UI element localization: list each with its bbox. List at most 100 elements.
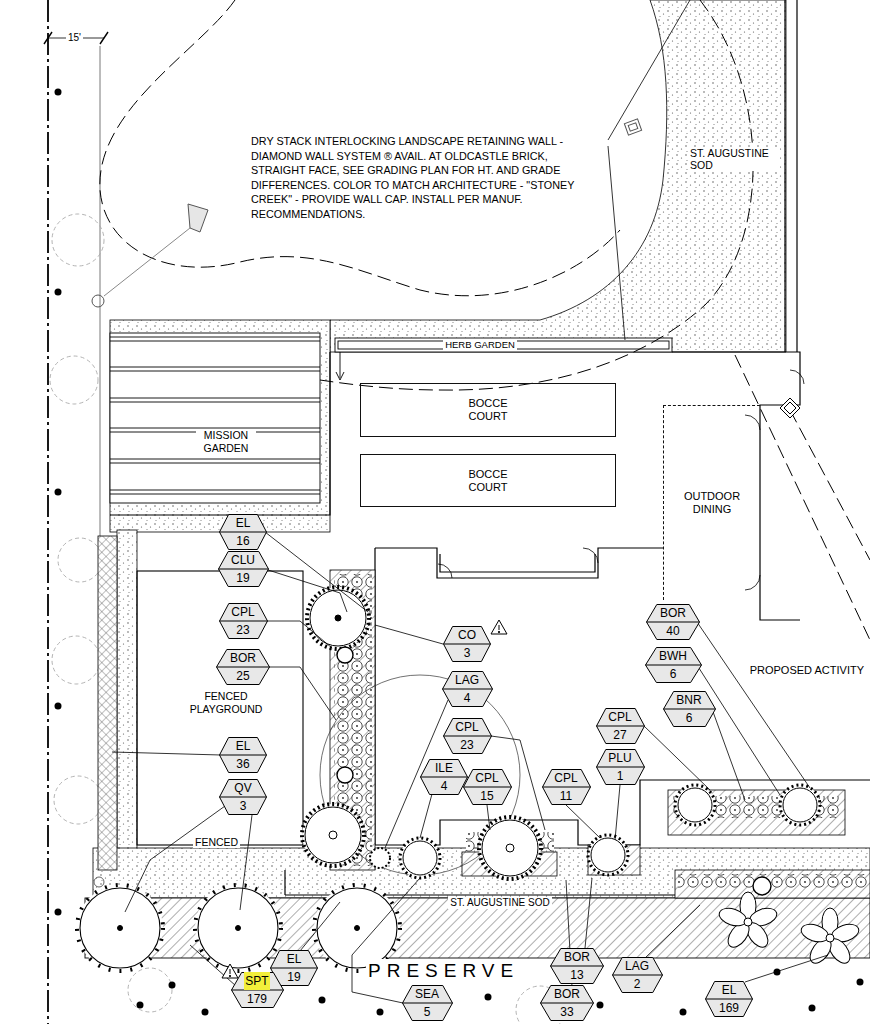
walls-and-building [745, 415, 760, 430]
mission-garden-rows [110, 333, 320, 503]
plant-quantity: 179 [247, 990, 267, 1008]
hexagon-shape [442, 672, 492, 707]
property-lines [44, 32, 52, 44]
hexagon-divider [220, 797, 267, 798]
area-label: ST. AUGUSTINE SOD [448, 897, 551, 909]
site-dots [319, 997, 326, 1004]
leader-lines [125, 806, 225, 912]
hexagon-shape [463, 770, 511, 805]
leader-lines [644, 726, 710, 790]
mission-garden-rows [110, 398, 320, 399]
hedge-strips [98, 536, 117, 870]
trees [77, 587, 820, 971]
trees [337, 647, 353, 663]
leader-lines [585, 878, 592, 948]
plant-code: CO [458, 626, 476, 644]
walls-and-building [284, 870, 285, 895]
plant-code: BOR [660, 604, 686, 622]
walls-and-building [375, 548, 870, 845]
area-label: FENCED [193, 836, 240, 848]
leader-lines [712, 709, 745, 800]
area-label: FENCED PLAYGROUND [183, 690, 269, 716]
trees [307, 587, 369, 649]
walls-and-building [583, 548, 598, 563]
plant-callout-hexagon: CPL11 [542, 769, 591, 805]
site-dots [55, 489, 62, 496]
site-furnishings [780, 398, 800, 418]
walls-and-building [784, 0, 785, 352]
site-dots [485, 994, 492, 1001]
mission-garden-rows [110, 459, 320, 460]
plant-callout-hexagon: CPL23 [443, 718, 492, 754]
leader-lines [615, 785, 620, 840]
hexagon-divider [596, 767, 644, 768]
hexagon-shape [220, 738, 267, 773]
area-name: OUTDOOR DINING [676, 490, 748, 516]
hexagon-divider [542, 787, 590, 788]
site-dots [857, 979, 864, 986]
plant-quantity: 3 [464, 644, 471, 662]
dashed-limits [790, 410, 870, 560]
dimension-label: 15' [66, 32, 83, 44]
plant-quantity: 1 [617, 767, 624, 785]
area-box: BOCCE COURT [360, 383, 616, 437]
hexagon-shape [220, 780, 267, 815]
trees [591, 838, 625, 872]
site-dots [597, 1002, 604, 1009]
site-furnishings [188, 204, 208, 232]
area-name: BOCCE COURT [457, 468, 519, 494]
site-dots [377, 1009, 384, 1016]
plant-callout-hexagon: EL16 [219, 514, 267, 550]
trees [236, 926, 241, 931]
site-furnishings [628, 123, 638, 131]
trees [337, 767, 353, 783]
plant-quantity: 27 [613, 726, 626, 744]
trees [198, 888, 278, 968]
plant-quantity: 3 [240, 797, 247, 815]
site-dots [55, 909, 62, 916]
plant-quantity: 4 [441, 777, 448, 795]
site-dots [55, 703, 62, 710]
mission-garden-rows [110, 371, 320, 372]
site-furnishings [624, 119, 641, 135]
leader-lines [265, 667, 336, 720]
note-leaders [608, 146, 625, 340]
plant-code: SEA [415, 985, 439, 1003]
site-dots [809, 1005, 816, 1012]
hexagon-divider [442, 689, 492, 690]
palm-symbols [799, 921, 831, 945]
walls-and-building [440, 554, 595, 572]
hexagon-shape [231, 973, 283, 1008]
existing-tree-outlines [58, 538, 102, 582]
hedge-strips [98, 536, 375, 870]
hexagon-divider [596, 726, 644, 727]
plant-quantity: 33 [560, 1003, 573, 1021]
plant-quantity: 40 [666, 622, 679, 640]
plant-code: SPT [244, 972, 269, 990]
palm-symbols [799, 908, 861, 967]
hexagon-shape [444, 627, 491, 662]
hexagon-divider [443, 736, 491, 737]
plant-callout-hexagon: CPL23 [219, 603, 268, 639]
leader-lines [375, 625, 443, 644]
area-label: ST. AUGUSTINE SOD [688, 147, 780, 171]
existing-tree-outlines [54, 776, 102, 824]
plant-code: QV [234, 779, 251, 797]
hexagon-divider [612, 975, 662, 976]
leader-lines [645, 905, 700, 958]
plant-code: CPL [475, 769, 498, 787]
hexagon-divider [217, 667, 270, 668]
palm-symbols [717, 892, 861, 967]
plant-quantity: 4 [464, 689, 471, 707]
plant-code: EL [236, 737, 251, 755]
hexagon-divider [645, 665, 701, 666]
herb-garden-bed [335, 338, 672, 352]
existing-tree-outlines [52, 636, 100, 684]
mission-garden-rows [110, 337, 320, 338]
existing-tree-outlines [52, 214, 104, 266]
plant-quantity: 5 [424, 1003, 431, 1021]
plant-callout-hexagon: BWH6 [645, 647, 702, 683]
plant-callout-hexagon: BNR6 [663, 691, 716, 727]
gravel-areas [117, 530, 137, 850]
